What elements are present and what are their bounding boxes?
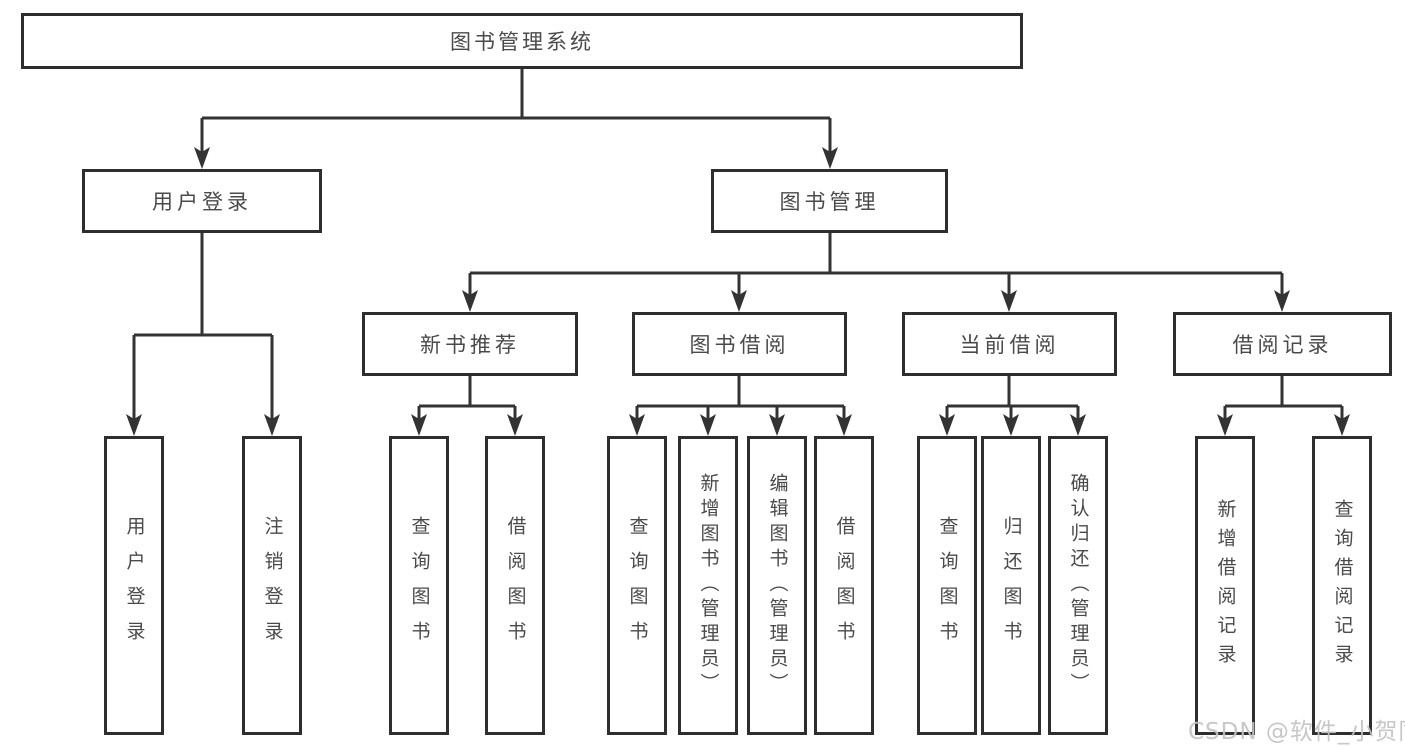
leaf-user-login: 用户登录 — [104, 436, 164, 735]
node-label: 编辑图书（管理员） — [766, 473, 789, 698]
leaf-borrow-books-recommend: 借阅图书 — [485, 436, 545, 735]
node-label: 新书推荐 — [420, 333, 520, 357]
node-label: 查询图书 — [626, 515, 649, 656]
node-label: 注销登录 — [261, 515, 284, 656]
node-label: 借阅记录 — [1232, 333, 1333, 357]
node-label: 确认归还（管理员） — [1067, 473, 1090, 698]
watermark-text: CSDN @软件_小贺同学 — [1188, 719, 1405, 745]
node-book-management: 图书管理 — [711, 169, 948, 233]
node-book-borrow: 图书借阅 — [632, 312, 847, 376]
node-label: 查询图书 — [936, 515, 959, 656]
node-label: 查询图书 — [408, 515, 431, 656]
node-label: 借阅图书 — [504, 515, 527, 656]
leaf-query-books-recommend: 查询图书 — [389, 436, 449, 735]
node-label: 当前借阅 — [959, 333, 1060, 357]
leaf-query-books-borrow: 查询图书 — [607, 436, 667, 735]
node-new-book-recommend: 新书推荐 — [362, 312, 578, 376]
leaf-confirm-return-admin: 确认归还（管理员） — [1048, 436, 1108, 735]
node-borrow-records: 借阅记录 — [1173, 312, 1392, 376]
leaf-query-borrow-record: 查询借阅记录 — [1312, 436, 1372, 735]
node-label: 归还图书 — [1000, 515, 1023, 656]
node-label: 用户登录 — [123, 515, 146, 656]
node-library-management-system: 图书管理系统 — [21, 13, 1023, 69]
node-current-borrow: 当前借阅 — [902, 312, 1117, 376]
node-label: 借阅图书 — [833, 515, 856, 656]
node-label: 图书管理系统 — [450, 30, 594, 54]
node-label: 图书借阅 — [689, 333, 790, 357]
node-label: 查询借阅记录 — [1331, 498, 1354, 673]
leaf-logout: 注销登录 — [242, 436, 302, 735]
leaf-borrow-books: 借阅图书 — [814, 436, 874, 735]
node-label: 新增借阅记录 — [1214, 498, 1237, 673]
leaf-add-books-admin: 新增图书（管理员） — [678, 436, 738, 735]
leaf-edit-books-admin: 编辑图书（管理员） — [747, 436, 807, 735]
leaf-return-books: 归还图书 — [981, 436, 1041, 735]
leaf-add-borrow-record: 新增借阅记录 — [1195, 436, 1255, 735]
node-label: 用户登录 — [152, 190, 252, 214]
node-user-login: 用户登录 — [82, 169, 322, 233]
node-label: 新增图书（管理员） — [697, 473, 720, 698]
leaf-query-books-current: 查询图书 — [917, 436, 977, 735]
node-label: 图书管理 — [779, 190, 880, 214]
